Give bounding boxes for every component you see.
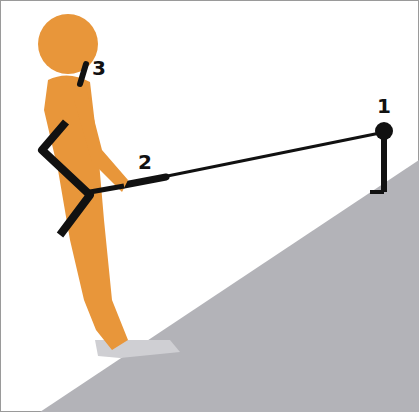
shoulder-strap [80,64,86,84]
lanyard-connector [124,177,166,185]
lanyard [118,133,380,186]
anchor-base [370,190,384,194]
anchor-post [381,132,387,192]
worker-arm [74,88,128,192]
harness-attachment [90,186,124,192]
callout-number: 2 [138,152,152,172]
callout-number: 1 [377,96,391,116]
callout-number: 3 [92,58,106,78]
worker-head [38,14,98,74]
harness-strap [42,122,90,235]
anchor-point [375,122,393,140]
worker-body [44,75,128,350]
